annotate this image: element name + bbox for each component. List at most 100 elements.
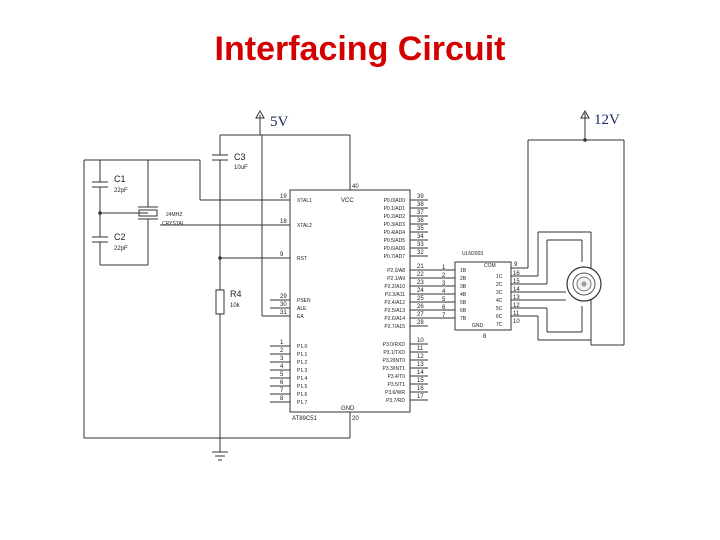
driver-pin-label: 4B — [460, 292, 467, 298]
mcu-pin-number: 30 — [280, 302, 287, 308]
mcu-pin-label: P0.4/AD4 — [384, 230, 406, 236]
mcu-pin-number: 17 — [417, 394, 424, 400]
mcu-pin-number: 14 — [417, 370, 424, 376]
mcu-pin-label: EA — [297, 314, 304, 320]
mcu-pin-label: P3.3/INT1 — [382, 366, 405, 372]
mcu-pin-label: P1.7 — [297, 400, 308, 406]
mcu-pin-label: PSEN — [297, 298, 311, 304]
r4-ref: R4 — [230, 289, 242, 299]
mcu-pin-number: 31 — [280, 310, 287, 316]
mcu-pin-label: P0.3/AD3 — [384, 222, 406, 228]
mcu-pin-number: 23 — [417, 280, 424, 286]
mcu-pin-number: 21 — [417, 264, 424, 270]
mcu-pin-label: P2.1/A9 — [387, 276, 405, 282]
mcu-pin-number: 19 — [280, 194, 287, 200]
c2-ref: C2 — [114, 232, 126, 242]
oscillator-network: C1 22pF C2 22pF 24MHZ CRYSTAL — [92, 159, 290, 266]
driver-pin-label: 5C — [496, 306, 503, 312]
mcu-pin-number: 18 — [280, 219, 287, 225]
driver-uln2003: ULN2003 COM 9 GND 8 — [454, 251, 518, 340]
mcu-pin-number: 16 — [417, 386, 424, 392]
driver-pin-label: 6C — [496, 314, 503, 320]
driver-pin-number: 14 — [513, 287, 520, 293]
mcu-pin-label: P1.6 — [297, 392, 308, 398]
mcu-pin-label: P1.4 — [297, 376, 308, 382]
mcu-pin-label: P0.5/AD5 — [384, 238, 406, 244]
mcu-pin-number: 5 — [280, 372, 284, 378]
mcu-pin-label: P2.2/A10 — [384, 284, 405, 290]
driver-pin-number: 13 — [513, 295, 520, 301]
mcu-pin-label: ALE — [297, 306, 307, 312]
vcc-rail-symbol: 5V — [255, 109, 289, 135]
mcu-pin-label: P1.3 — [297, 368, 308, 374]
mcu-pin-label: P2.7/A15 — [384, 324, 405, 330]
driver-pin-label: 2C — [496, 282, 503, 288]
mcu-pin-number: 2 — [280, 348, 284, 354]
driver-pin-label: 4C — [496, 298, 503, 304]
c2-value: 22pF — [114, 246, 128, 252]
motor-wiring — [511, 138, 625, 346]
mcu-pin-number: 29 — [280, 294, 287, 300]
mcu-gnd-pin: 20 — [352, 416, 359, 422]
vcc-wiring — [219, 134, 351, 190]
crystal-label: CRYSTAL — [162, 221, 185, 227]
r4-value: 10k — [230, 303, 241, 309]
mcu-pin-label: P3.2/INT0 — [382, 358, 405, 364]
mcu-pin-number: 38 — [417, 202, 424, 208]
driver-part-name: ULN2003 — [462, 251, 483, 257]
mcu-pin-number: 33 — [417, 242, 424, 248]
mcu-pin-label: P0.1/AD1 — [384, 206, 406, 212]
mcu-pin-label: RST — [297, 256, 307, 262]
driver-pin-number: 16 — [513, 271, 520, 277]
driver-pin-number: 15 — [513, 279, 520, 285]
driver-pin-number: 11 — [513, 311, 520, 317]
mcu-left-pins: 19XTAL118XTAL29RST29PSEN30ALE31EA1P1.02P… — [270, 194, 312, 406]
driver-pin-label: 1C — [496, 274, 503, 280]
mcu-pin-number: 10 — [417, 338, 424, 344]
mcu-pin-label: XTAL2 — [297, 223, 312, 229]
mcu-pin-label: P2.6/A14 — [384, 316, 405, 322]
mcu-pin-label: P0.7/AD7 — [384, 254, 406, 260]
mcu-pin-number: 35 — [417, 226, 424, 232]
c3-ref: C3 — [234, 152, 246, 162]
mcu-pin-label: P1.0 — [297, 344, 308, 350]
mcu-pin-number: 8 — [280, 396, 284, 402]
mcu-pin-number: 22 — [417, 272, 424, 278]
mcu-pin-number: 15 — [417, 378, 424, 384]
mcu-pin-label: P0.0/AD0 — [384, 198, 406, 204]
mcu-pin-number: 34 — [417, 234, 424, 240]
driver-pin-number: 3 — [442, 281, 446, 287]
driver-pin-number: 1 — [442, 265, 446, 271]
crystal-frequency: 24MHZ — [166, 212, 182, 218]
driver-pin-number: 12 — [513, 303, 520, 309]
mcu-pin-label: P2.4/A12 — [384, 300, 405, 306]
mcu-vcc-pin: 40 — [352, 184, 359, 190]
mcu-pin-label: P3.4/T0 — [387, 374, 405, 380]
mcu-pin-number: 36 — [417, 218, 424, 224]
ground-rail — [83, 159, 351, 461]
driver-pin-number: 6 — [442, 305, 446, 311]
c1-ref: C1 — [114, 174, 126, 184]
mcu-pin-number: 24 — [417, 288, 424, 294]
driver-pin-number: 7 — [442, 313, 446, 319]
mcu-pin-label: P2.0/A8 — [387, 268, 405, 274]
mcu-part-name: AT89C51 — [292, 416, 318, 422]
c3-value: 10uF — [234, 165, 248, 171]
driver-gnd-label: GND — [472, 323, 484, 329]
mcu-right-pins: 39P0.0/AD038P0.1/AD137P0.2/AD236P0.3/AD3… — [382, 194, 455, 404]
mcu-vcc-label: VCC — [341, 198, 354, 204]
mcu-pin-number: 28 — [417, 320, 424, 326]
mcu-pin-label: P1.5 — [297, 384, 308, 390]
driver-pin-number: 5 — [442, 297, 446, 303]
mcu-pin-number: 25 — [417, 296, 424, 302]
mcu-pin-number: 32 — [417, 250, 424, 256]
driver-pin-label: 7C — [496, 322, 503, 328]
driver-com-pin: 9 — [514, 262, 518, 268]
mcu-pin-number: 4 — [280, 364, 284, 370]
mcu-pin-number: 27 — [417, 312, 424, 318]
motor-rail-symbol: 12V — [580, 109, 620, 140]
mcu-pin-number: 9 — [280, 252, 284, 258]
